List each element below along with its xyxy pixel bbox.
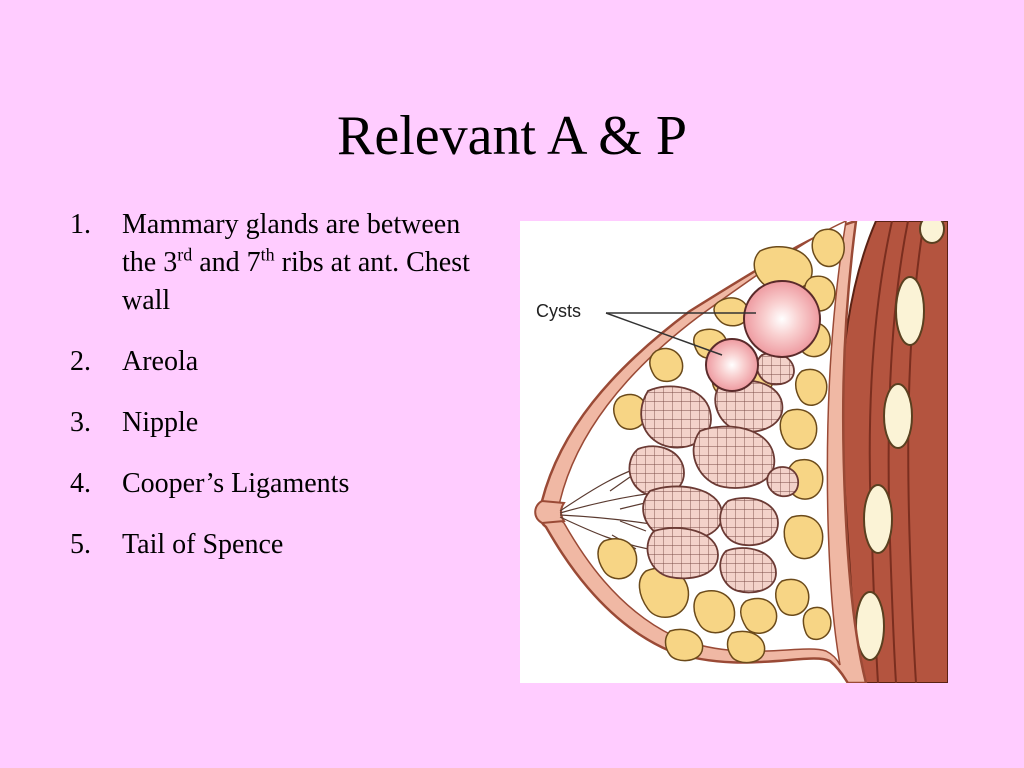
item-text-part: ribs at ant. Chest wall <box>122 247 470 316</box>
slide-title: Relevant A & P <box>337 105 687 167</box>
item-text-part: Mammary glands are between the 3 <box>122 209 461 278</box>
list-item: 3. Nipple <box>70 404 470 442</box>
cysts-label: Cysts <box>536 301 581 321</box>
cyst-label-lines <box>605 312 756 356</box>
list-item: 5. Tail of Spence <box>70 526 470 564</box>
superscript-rd: rd <box>177 244 193 265</box>
item-number: 2. <box>70 346 91 377</box>
anatomy-svg <box>534 221 948 683</box>
cyst-large <box>743 280 821 358</box>
item-text: Nipple <box>122 407 199 438</box>
glandular-lobules <box>628 352 799 594</box>
bullet-list: 1. Mammary glands are between the 3rd an… <box>70 206 470 587</box>
item-text: Cooper’s Ligaments <box>122 468 350 499</box>
item-text: Tail of Spence <box>122 529 284 560</box>
item-number: 1. <box>70 209 91 240</box>
breast-anatomy-illustration: Cysts <box>520 221 948 683</box>
cyst-small <box>705 338 759 392</box>
item-text: Areola <box>122 346 199 377</box>
item-text-part: and 7 <box>192 247 261 278</box>
cysts <box>705 280 821 392</box>
list-item: 2. Areola <box>70 343 470 381</box>
nipple <box>534 499 566 525</box>
item-number: 3. <box>70 407 91 438</box>
ribs <box>855 221 945 661</box>
superscript-th: th <box>260 244 275 265</box>
item-number: 4. <box>70 468 91 499</box>
list-item: 4. Cooper’s Ligaments <box>70 465 470 503</box>
list-item: 1. Mammary glands are between the 3rd an… <box>70 206 470 320</box>
item-number: 5. <box>70 529 91 560</box>
